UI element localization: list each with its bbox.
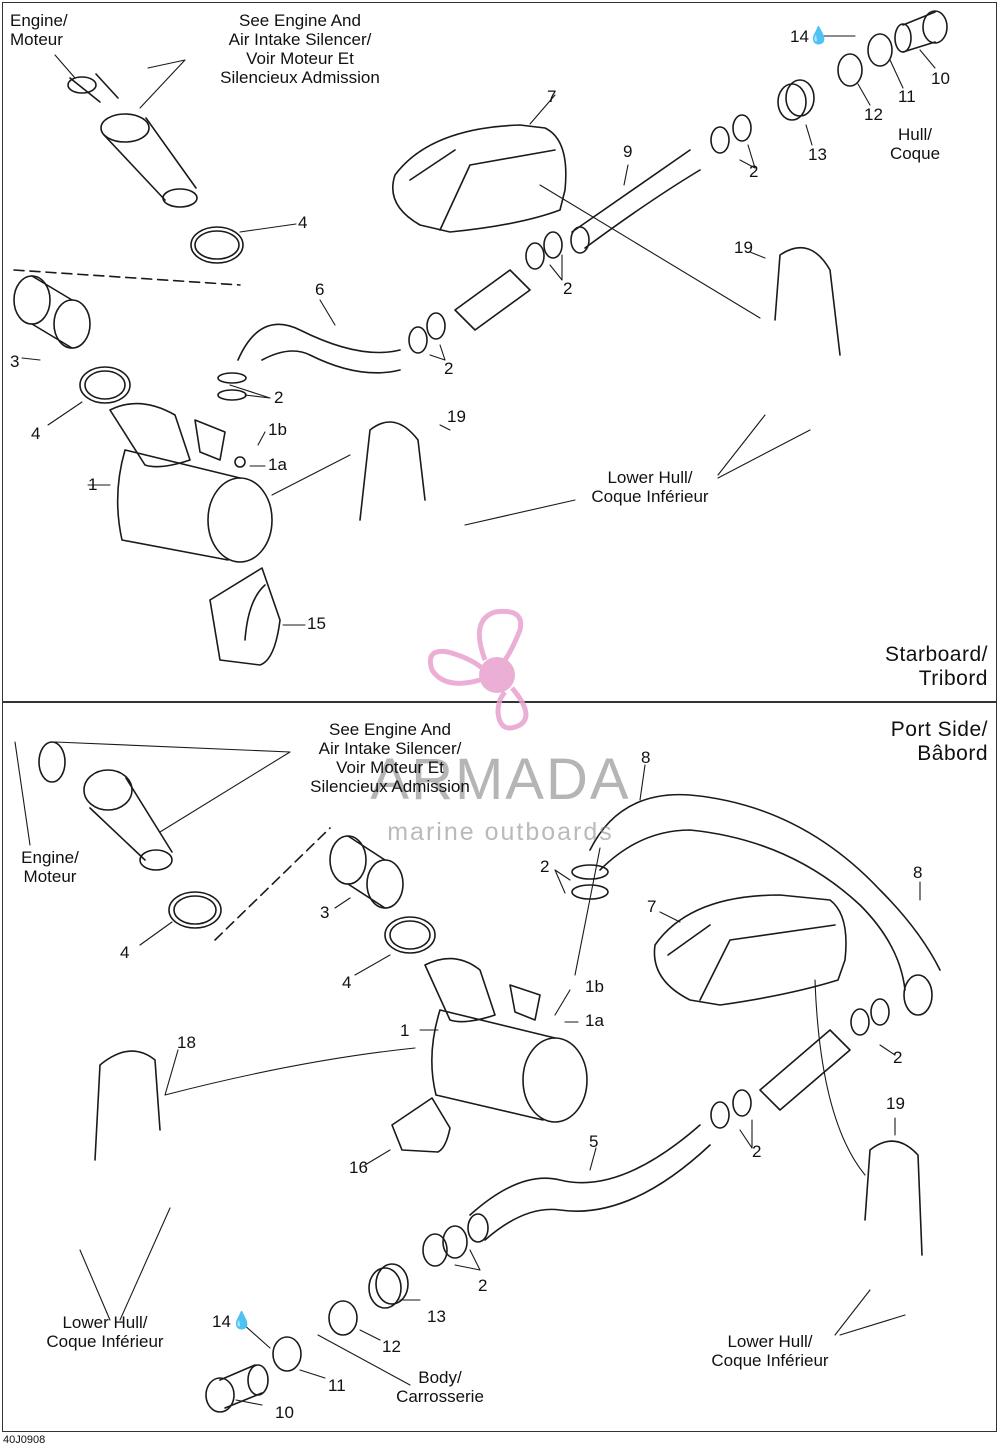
- resonator-bottom: [759, 1029, 851, 1111]
- engine-label-top: Engine/Moteur: [10, 11, 68, 49]
- clamps-2-bottom: [422, 864, 890, 1267]
- body-label: Body/Carrosserie: [396, 1368, 484, 1406]
- lower-hull-label-bottom-right: Lower Hull/Coque Inférieur: [711, 1332, 829, 1370]
- engine-tube-bottom: [38, 741, 173, 871]
- starboard-label: Starboard/Tribord: [884, 643, 988, 690]
- clamps-2-top-mid: [217, 114, 752, 401]
- part-number: 1b: [268, 420, 287, 439]
- part-number: 14: [790, 27, 809, 46]
- part-number: 6: [315, 280, 325, 299]
- leader-lines-top: [21, 35, 936, 626]
- part-number: 2: [274, 388, 284, 407]
- clamp-4-top-a: [190, 226, 244, 264]
- strap-19-top-a: [774, 246, 841, 356]
- silencer-7-bottom: [653, 894, 847, 1006]
- part-number: 18: [177, 1033, 196, 1052]
- bracket-15: [209, 567, 281, 666]
- hose-9: [571, 149, 701, 249]
- part-number: 4: [120, 943, 130, 962]
- muffler-1-top: [109, 402, 273, 563]
- part-number: 4: [342, 973, 352, 992]
- propeller-logo: [427, 608, 529, 731]
- hose-5: [469, 1124, 711, 1241]
- sleeve-3-bottom: [329, 835, 404, 909]
- clamp-4-bottom-b: [384, 916, 436, 954]
- engine-tube-top: [67, 73, 198, 208]
- watermark-brand: ARMADA: [370, 747, 631, 812]
- part-number: 1b: [585, 977, 604, 996]
- part-number: 2: [563, 279, 573, 298]
- part-number: 10: [931, 69, 950, 88]
- part-number: 3: [10, 352, 20, 371]
- part-number: 12: [382, 1337, 401, 1356]
- hose-8: [589, 793, 941, 991]
- part-number: 11: [328, 1376, 346, 1395]
- lower-hull-label-top: Lower Hull/Coque Inférieur: [591, 468, 709, 506]
- part-number: 2: [752, 1142, 762, 1161]
- part-number: 11: [898, 87, 916, 106]
- part-number: 2: [444, 359, 454, 378]
- grease-drop-icon: 💧: [808, 26, 830, 45]
- silencer-7-top: [391, 124, 567, 233]
- outlet-parts-bottom: [205, 1263, 409, 1413]
- part-number: 14: [212, 1312, 231, 1331]
- part-number: 2: [749, 162, 759, 181]
- part-number: 4: [298, 213, 308, 232]
- engine-label-bottom: Engine/Moteur: [21, 848, 79, 886]
- leader-lines-bottom: [14, 741, 921, 1406]
- part-number: 10: [275, 1403, 294, 1422]
- strap-19-bottom: [864, 1140, 923, 1256]
- part-number: 15: [307, 614, 326, 633]
- part-number: 16: [349, 1158, 368, 1177]
- part-number: 12: [864, 105, 883, 124]
- dashed-guide-bottom: [214, 827, 331, 941]
- part-number: 1a: [585, 1011, 604, 1030]
- part-number: 13: [427, 1307, 446, 1326]
- part-number: 1: [400, 1021, 410, 1040]
- strap-19-top-b: [359, 421, 426, 521]
- part-number: 7: [547, 87, 557, 106]
- part-number: 8: [641, 748, 651, 767]
- part-number: 19: [447, 407, 466, 426]
- clamp-4-top-b: [79, 366, 131, 404]
- diagram-code: 40J0908: [3, 1434, 46, 1446]
- hull-label: Hull/Coque: [889, 125, 941, 163]
- bracket-16: [391, 1097, 451, 1153]
- part-number: 2: [893, 1048, 903, 1067]
- grease-drop-icon: 💧: [231, 1311, 253, 1330]
- part-number: 5: [589, 1132, 599, 1151]
- outlet-parts-top: [777, 10, 948, 121]
- resonator-top: [454, 269, 531, 331]
- part-number: 13: [808, 145, 827, 164]
- muffler-1-bottom: [424, 957, 588, 1123]
- part-number: 1a: [268, 455, 287, 474]
- port-side-label: Port Side/Bâbord: [890, 718, 988, 765]
- part-number: 19: [886, 1094, 905, 1113]
- part-number: 3: [320, 903, 330, 922]
- part-number: 1: [88, 475, 98, 494]
- dashed-guide: [13, 269, 241, 286]
- strap-18: [94, 1050, 161, 1161]
- clamp-4-bottom-a: [168, 891, 222, 929]
- part-number: 8: [913, 863, 923, 882]
- part-number: 4: [31, 424, 41, 443]
- part-number: 19: [734, 238, 753, 257]
- watermark-tagline: marine outboards: [387, 818, 614, 846]
- sleeve-3-top: [13, 275, 91, 349]
- part-number: 9: [623, 142, 633, 161]
- hose-6: [237, 323, 401, 374]
- lower-hull-label-bottom-left: Lower Hull/Coque Inférieur: [46, 1313, 164, 1351]
- part-number: 7: [647, 897, 657, 916]
- part-number: 2: [540, 857, 550, 876]
- part-number: 2: [478, 1276, 488, 1295]
